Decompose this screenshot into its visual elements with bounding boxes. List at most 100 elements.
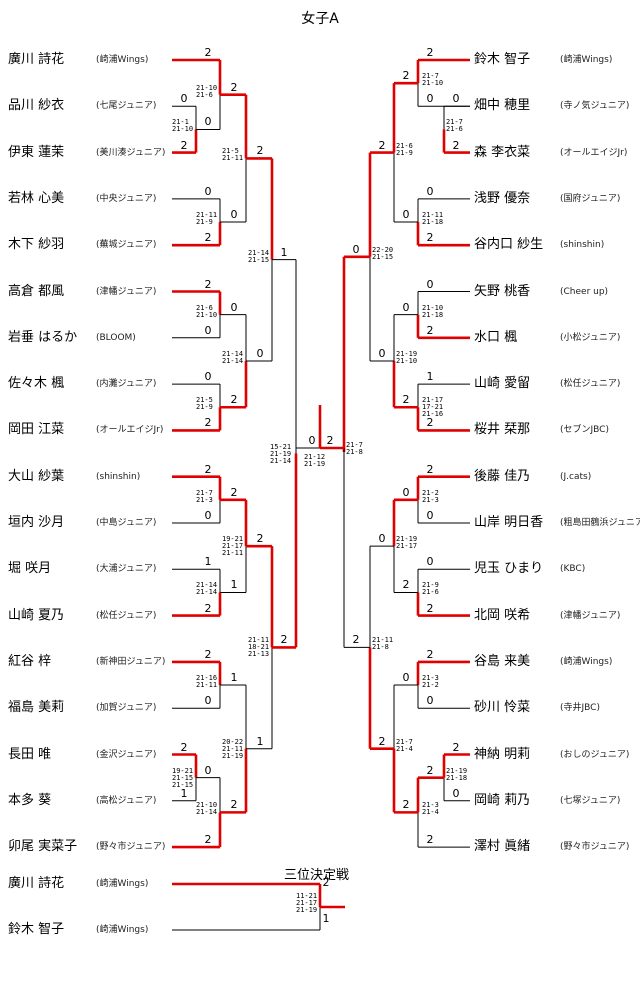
player-name: 山崎 夏乃 [8,607,65,623]
match-score: 21-12 21-19 [304,453,326,468]
player-name: 畑中 穂里 [474,98,531,114]
player-name: 砂川 怜菜 [474,700,531,716]
match-score: 21-11 21-8 [372,636,394,652]
player-name: 浅野 優奈 [474,190,531,206]
games-won: 2 [402,578,410,592]
games-won: 0 [378,532,386,546]
games-won: 1 [230,578,238,592]
games-won: 2 [256,532,264,546]
player-club: (BLOOM) [96,332,136,343]
player-name: 紅谷 梓 [8,653,52,669]
games-won: 2 [452,740,460,754]
match-score: 21-7 21-8 [346,441,363,457]
games-won: 2 [204,601,212,615]
player-name: 本多 葵 [8,792,52,808]
games-won: 0 [180,92,188,106]
games-won: 2 [204,277,212,291]
player-name: 堀 咲月 [8,561,52,577]
games-won: 2 [426,601,434,615]
player-name: 谷島 来美 [474,653,531,669]
player-club: (小松ジュニア) [560,332,621,343]
player-name: 神納 明莉 [474,746,531,762]
match-score: 15-21 21-19 21-14 [270,442,292,465]
player-club: (粗島田鶴浜ジュニア) [560,518,640,528]
games-won: 0 [230,300,238,314]
games-won: 2 [378,138,386,152]
games-won: 2 [204,833,212,847]
games-won: 2 [230,393,238,407]
match-score: 21-10 21-18 [422,303,444,319]
match-score: 21-11 18-21 21-13 [248,636,270,659]
player-club: (蕪城ジュニア) [96,240,157,251]
match-score: 21-11 21-18 [422,211,444,227]
player-club: (大浦ジュニア) [96,564,157,575]
player-name: 垣内 沙月 [8,515,65,530]
player-club: (津幡ジュニア) [560,610,621,621]
player-club: (野々市ジュニア) [560,842,630,853]
player-name: 後藤 佳乃 [474,468,531,484]
player-club: (内灘ジュニア) [96,379,157,390]
games-won: 1 [180,786,188,800]
player-club: (寺ノ気ジュニア) [560,101,630,112]
player-name: 澤村 眞緒 [474,839,531,855]
games-won: 0 [426,555,434,569]
player-club: (shinshin) [560,240,605,251]
match-score: 21-10 21-14 [196,801,218,817]
bracket-title: 女子A [301,11,339,27]
games-won: 2 [426,647,434,661]
games-won: 0 [308,434,316,447]
player-name: 長田 唯 [8,746,52,762]
player-name: 鈴木 智子 [8,922,65,937]
player-club: (国府ジュニア) [560,193,621,204]
games-won: 1 [230,671,238,685]
games-won: 2 [230,80,238,94]
games-won: 2 [426,416,434,430]
player-name: 岡崎 莉乃 [474,792,531,808]
games-won: 2 [180,740,188,754]
player-club: (七塚ジュニア) [560,795,621,806]
games-won: 1 [280,245,288,259]
player-club: (野々市ジュニア) [96,842,166,853]
player-name: 伊東 蓮茉 [8,144,65,160]
games-won: 2 [256,144,264,158]
player-name: 廣川 詩花 [8,876,65,891]
player-name: 佐々木 楓 [8,376,65,392]
match-score: 21-16 21-11 [196,674,218,690]
games-won: 0 [230,208,238,222]
games-won: 0 [402,485,410,499]
match-score: 21-3 21-4 [422,801,439,817]
player-name: 児玉 ひまり [474,561,544,577]
player-club: (中央ジュニア) [96,193,157,204]
player-club: (崎浦Wings) [96,925,149,935]
games-won: 0 [352,242,360,256]
match-score: 19-21 21-15 21-15 [172,766,194,789]
player-club: (七尾ジュニア) [96,101,157,112]
games-won: 0 [378,346,386,360]
player-club: (新神田ジュニア) [96,656,166,667]
player-club: (オールエイジJr) [96,425,164,436]
match-score: 21-6 21-10 [196,303,218,319]
games-won: 2 [402,69,410,83]
match-score: 11-21 21-17 21-19 [296,892,318,914]
player-club: (shinshin) [96,471,141,482]
match-score: 21-1 21-10 [172,118,194,134]
player-name: 福島 美莉 [8,700,65,716]
games-won: 2 [326,434,334,447]
player-club: (松任ジュニア) [560,379,621,390]
player-club: (寺井JBC) [560,703,600,714]
games-won: 2 [378,734,386,748]
player-name: 谷内口 紗生 [474,237,544,253]
player-name: 鈴木 智子 [474,52,531,67]
games-won: 1 [256,734,264,748]
player-name: 水口 楓 [474,329,518,345]
player-name: 矢野 桃香 [474,283,531,299]
player-name: 森 李衣菜 [474,144,531,160]
games-won: 0 [426,92,434,106]
games-won: 0 [426,277,434,291]
match-score: 19-21 21-17 21-11 [222,535,244,558]
player-name: 廣川 詩花 [8,52,65,67]
games-won: 2 [426,323,434,337]
player-club: (津幡ジュニア) [96,286,157,297]
games-won: 0 [402,300,410,314]
games-won: 2 [426,231,434,245]
